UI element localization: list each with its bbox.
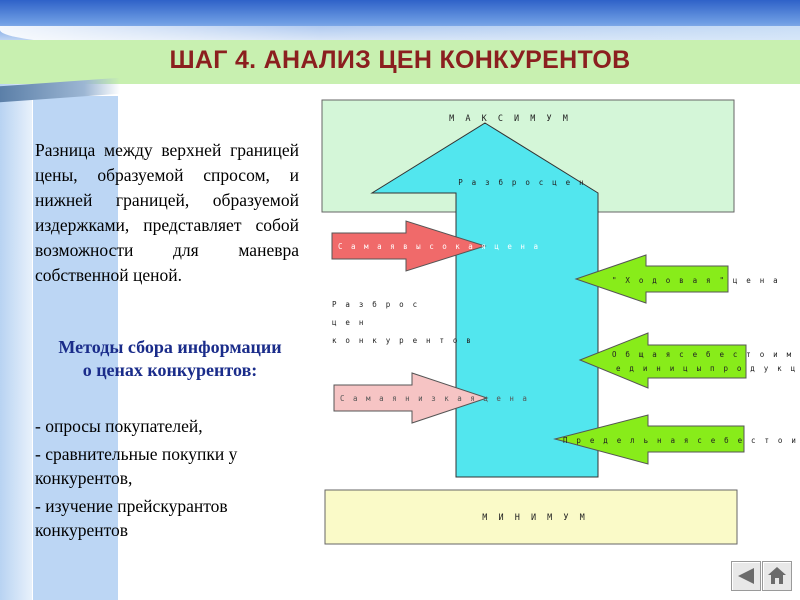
methods-item: - опросы покупателей, — [35, 416, 203, 436]
left-decor-stripe — [0, 42, 32, 600]
total-cost-arrow — [578, 332, 747, 389]
prev-slide-button[interactable] — [731, 561, 761, 591]
main-up-arrow — [370, 122, 599, 478]
slide-title: ШАГ 4. АНАЛИЗ ЦЕН КОНКУРЕНТОВ — [169, 46, 631, 74]
methods-list: - опросы покупателей, - сравнительные по… — [35, 414, 305, 546]
competitor-spread-label-1: Р а з б р о с — [332, 300, 419, 309]
going-price-label: " Х о д о в а я " ц е н а — [612, 276, 780, 285]
marginal-cost-arrow — [553, 414, 745, 465]
lowest-price-arrow — [333, 372, 489, 424]
lowest-price-label: С а м а я н и з к а я ц е н а — [340, 394, 529, 403]
intro-paragraph: Разница между верхней границей цены, обр… — [35, 140, 299, 285]
competitor-spread-label-2: ц е н — [332, 318, 366, 327]
methods-item: - изучение прейскурантов конкурентов — [35, 496, 228, 540]
minimum-label: М И Н И М У М — [482, 513, 588, 523]
minimum-box — [324, 489, 738, 545]
total-cost-label-2: е д и н и ц ы п р о д у к ц и и — [616, 364, 800, 373]
triangle-left-icon — [738, 568, 754, 584]
methods-item: - сравнительные покупки у конкурентов, — [35, 444, 238, 488]
home-button[interactable] — [762, 561, 792, 591]
highest-price-arrow — [331, 220, 487, 272]
left-decor-panel — [33, 96, 118, 600]
competitor-spread-label-3: к о н к у р е н т о в — [332, 336, 473, 345]
marginal-cost-label: П р е д е л ь н а я с е б е с т о и м о … — [563, 436, 800, 445]
home-icon — [768, 567, 786, 584]
title-band — [0, 40, 800, 84]
highest-price-label: С а м а я в ы с о к а я ц е н а — [338, 242, 540, 251]
methods-heading: Методы сбора информации о ценах конкурен… — [58, 337, 282, 380]
price-spread-label: Р а з б р о с ц е н — [458, 178, 586, 187]
maximum-label: М А К С И М У М — [449, 114, 571, 124]
total-cost-label-1: О б щ а я с е б е с т о и м о с т ь — [612, 350, 800, 359]
going-price-arrow — [574, 254, 729, 304]
